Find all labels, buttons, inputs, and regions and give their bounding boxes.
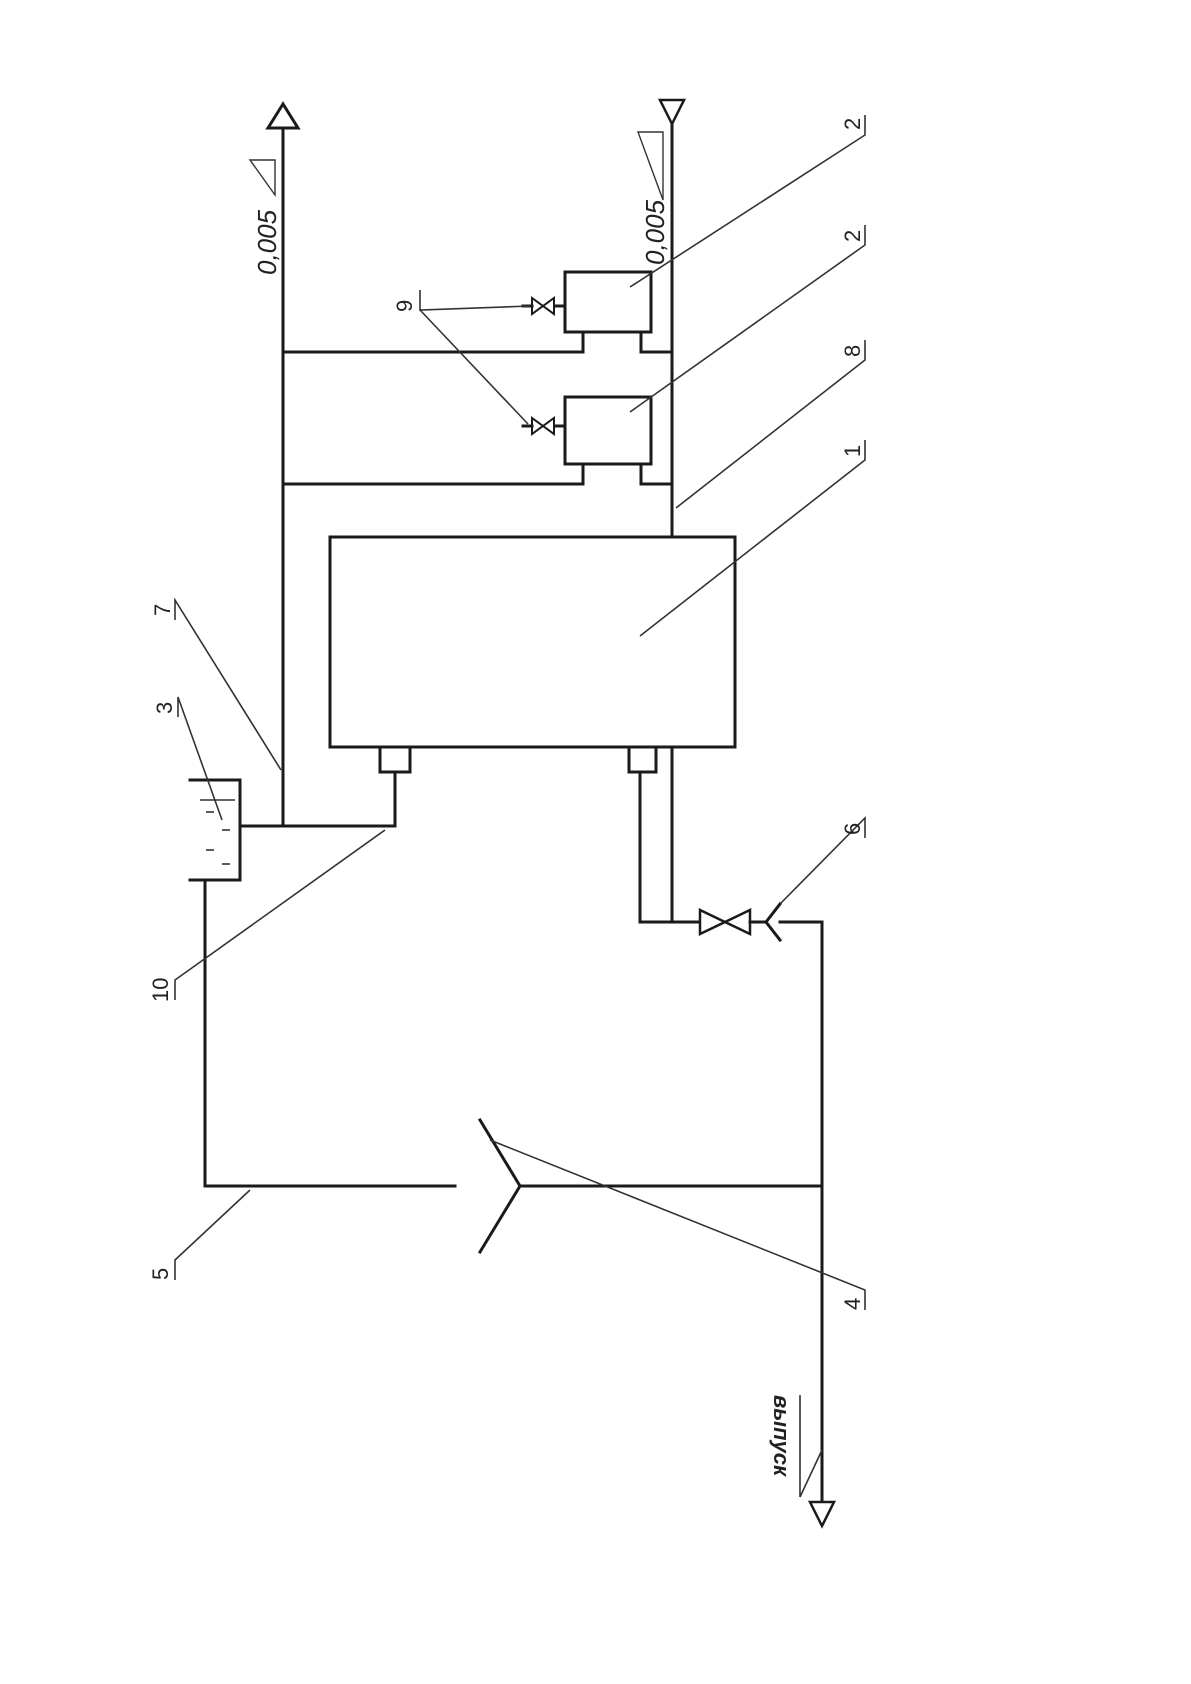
label-10: 10 <box>148 978 173 1002</box>
label-1: 1 <box>840 445 865 457</box>
pipe-5 <box>205 880 455 1186</box>
label-4: 4 <box>840 1298 865 1310</box>
supply-arrow-icon <box>268 104 298 128</box>
leader-lines <box>175 115 865 1497</box>
label-7: 7 <box>150 604 175 616</box>
label-2-second: 2 <box>840 230 865 242</box>
label-3: 3 <box>152 702 177 714</box>
label-6: 6 <box>840 823 865 835</box>
label-5: 5 <box>148 1268 173 1280</box>
heat-pipe-funnel <box>480 1120 822 1252</box>
supply-slope-mark: 0,005 <box>250 160 282 275</box>
return-slope-mark: 0,005 <box>638 132 670 265</box>
return-arrow-icon <box>660 100 684 124</box>
outlet-arrow-icon <box>810 1502 834 1526</box>
shutoff-valve-icon <box>700 904 780 940</box>
outlet-label: выпуск <box>769 1395 794 1478</box>
label-2-top: 2 <box>840 118 865 130</box>
label-8: 8 <box>840 345 865 357</box>
expansion-tank <box>190 780 240 880</box>
return-slope-text: 0,005 <box>640 199 670 265</box>
air-valve-b-icon <box>523 418 565 434</box>
supply-slope-text: 0,005 <box>252 209 282 275</box>
label-9: 9 <box>392 300 417 312</box>
boiler <box>330 537 735 772</box>
